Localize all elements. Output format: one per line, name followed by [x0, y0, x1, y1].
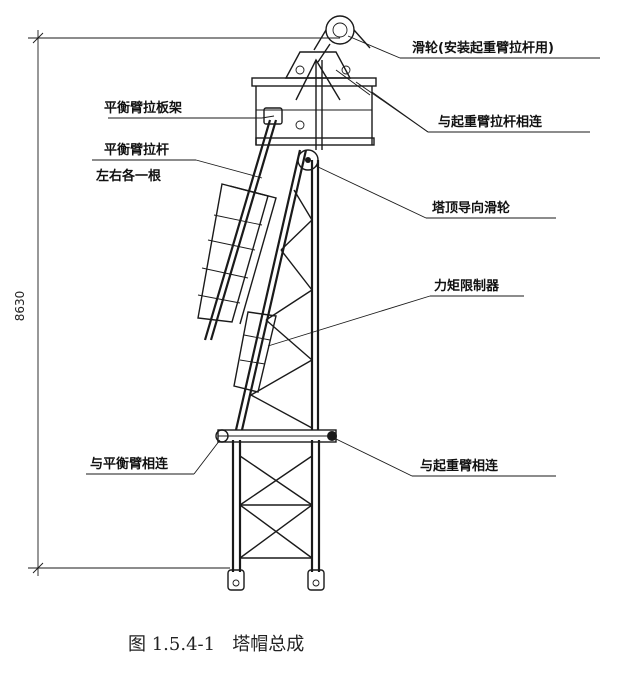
label-connect-counter-jib: 与平衡臂相连	[90, 456, 169, 472]
label-counter-tie-plate: 平衡臂拉板架	[104, 100, 182, 116]
height-dimension: 8630	[13, 30, 340, 576]
upper-tower-mast	[234, 149, 320, 431]
label-left-right-each: 左右各一根	[96, 168, 162, 184]
lower-tower-section	[215, 429, 337, 591]
label-torque-limiter: 力矩限制器	[434, 278, 500, 294]
label-pulley: 滑轮(安装起重臂拉杆用)	[412, 40, 554, 56]
counter-jib-tie-assembly	[197, 107, 283, 393]
leader-lines	[86, 35, 600, 477]
label-guide-pulley: 塔顶导向滑轮	[432, 200, 510, 216]
tower-head	[251, 15, 377, 150]
figure-caption: 图 1.5.4-1 塔帽总成	[128, 634, 304, 655]
label-counter-tie-rod: 平衡臂拉杆	[104, 142, 169, 158]
height-dimension-value: 8630	[13, 291, 27, 322]
label-connect-jib-tie: 与起重臂拉杆相连	[438, 114, 543, 130]
label-connect-jib: 与起重臂相连	[420, 458, 499, 474]
